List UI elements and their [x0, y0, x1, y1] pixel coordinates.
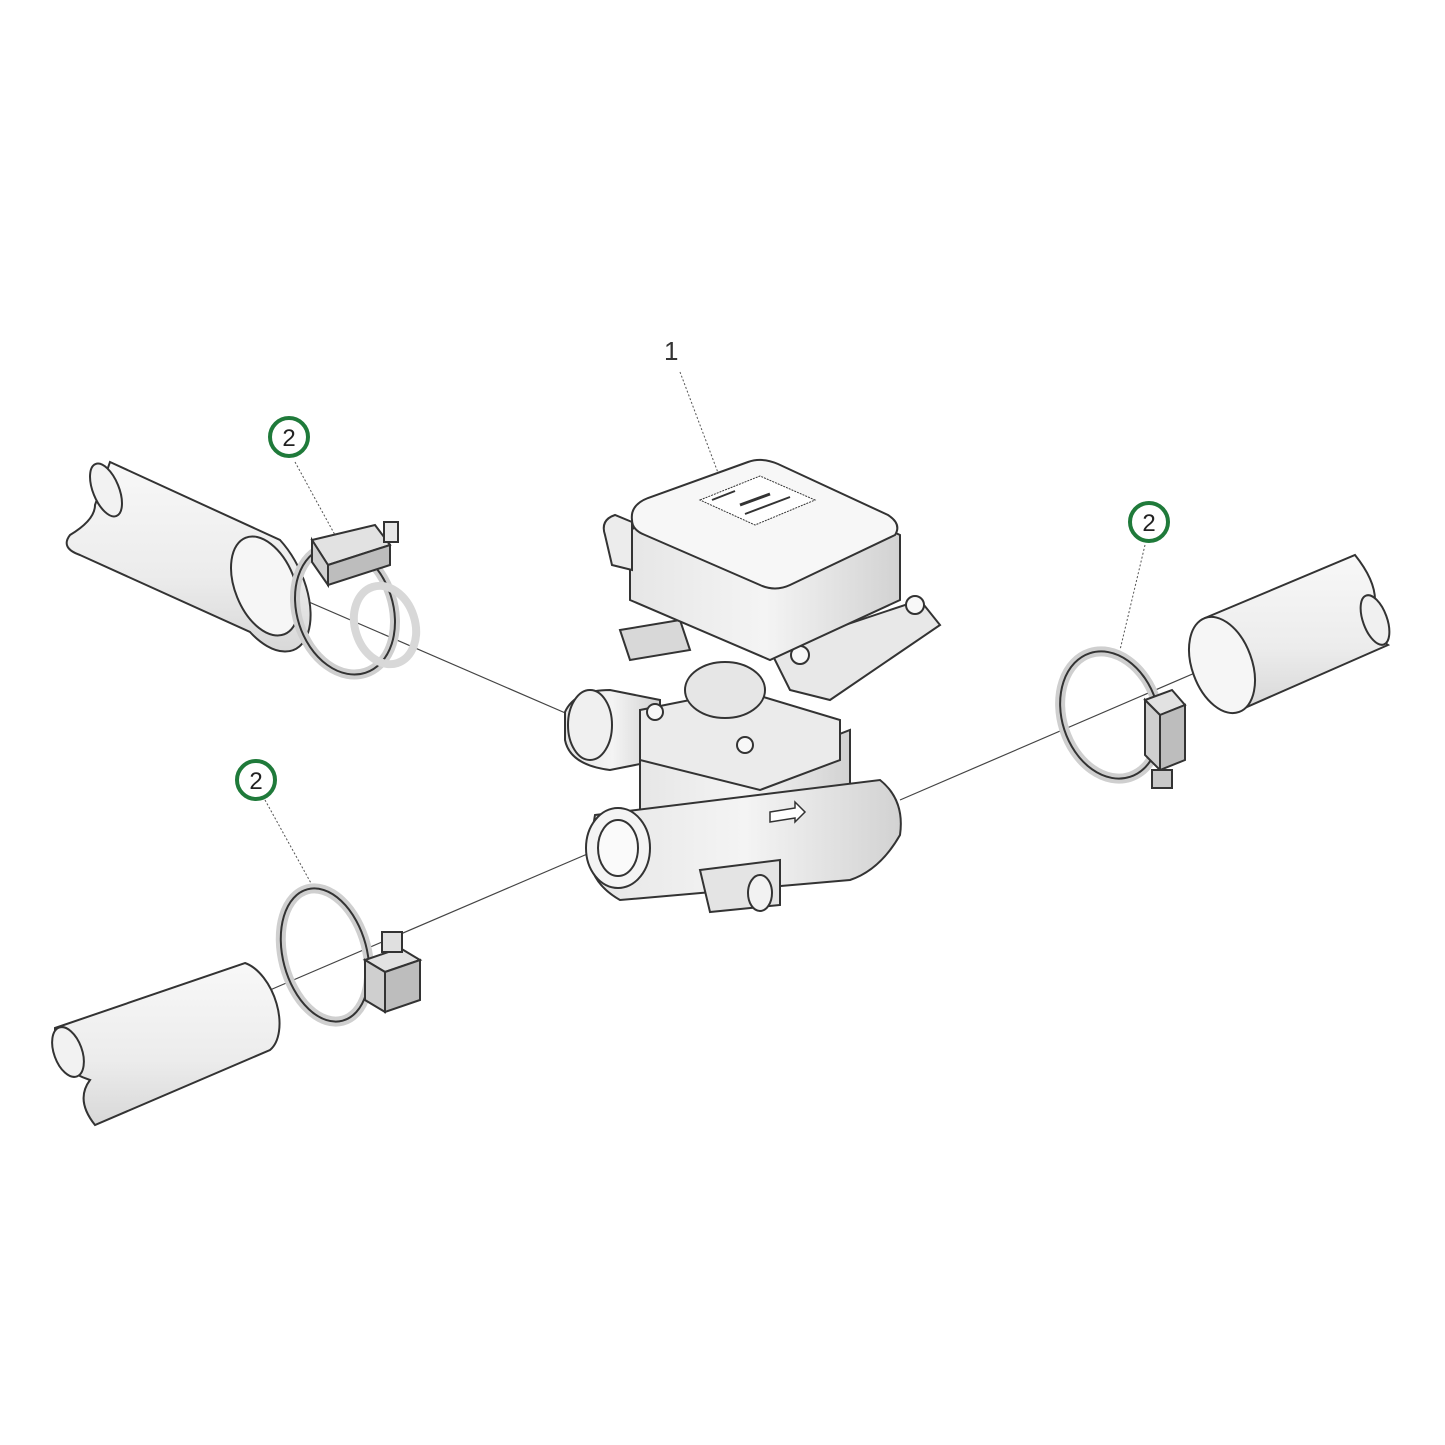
valve-assembly	[564, 458, 942, 914]
callout-2-lower-left: 2	[235, 759, 277, 801]
flow-arrow-icon	[769, 800, 807, 824]
callout-2-upper-left-label: 2	[282, 425, 295, 452]
callout-1-label: 1	[664, 336, 678, 366]
callout-leader-lines	[264, 371, 1146, 886]
callout-2-right-label: 2	[1142, 510, 1155, 537]
valve-nameplate	[698, 475, 817, 526]
hose-lower-left	[51, 961, 281, 1127]
callout-2-right: 2	[1128, 501, 1170, 543]
clamp-right	[1055, 646, 1187, 789]
callout-2-upper-left: 2	[268, 416, 310, 458]
hose-upper-left	[65, 460, 312, 653]
clamp-lower-left	[275, 883, 423, 1027]
hose-right	[1188, 553, 1391, 715]
valve-actuator-cover	[630, 458, 899, 590]
clamp-upper-left	[290, 521, 421, 680]
valve-connector	[618, 618, 692, 662]
callouts: 1 2 2 2	[235, 336, 1170, 801]
callout-2-lower-left-label: 2	[249, 768, 262, 795]
